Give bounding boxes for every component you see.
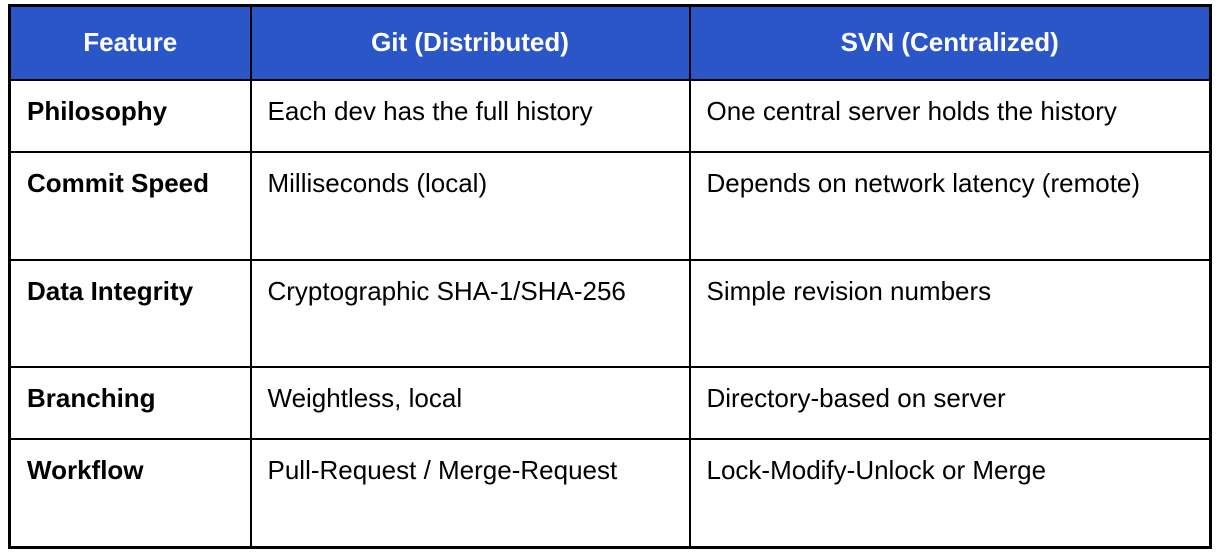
header-row: Feature Git (Distributed) SVN (Centraliz… (8, 4, 1212, 81)
feature-cell: Workflow (8, 437, 252, 549)
table-row: Commit Speed Milliseconds (local) Depend… (8, 150, 1212, 261)
git-cell: Each dev has the full history (249, 78, 691, 153)
svn-cell: Lock-Modify-Unlock or Merge (688, 437, 1212, 549)
svn-cell: One central server holds the history (688, 78, 1212, 153)
git-svn-comparison-table: Feature Git (Distributed) SVN (Centraliz… (8, 4, 1212, 549)
table-row: Workflow Pull-Request / Merge-Request Lo… (8, 437, 1212, 549)
table-row: Branching Weightless, local Directory-ba… (8, 365, 1212, 440)
feature-cell: Data Integrity (8, 258, 252, 368)
table-row: Data Integrity Cryptographic SHA-1/SHA-2… (8, 258, 1212, 368)
column-header-git: Git (Distributed) (249, 4, 691, 81)
column-header-feature: Feature (8, 4, 252, 81)
feature-cell: Commit Speed (8, 150, 252, 261)
table-row: Philosophy Each dev has the full history… (8, 78, 1212, 153)
git-cell: Cryptographic SHA-1/SHA-256 (249, 258, 691, 368)
column-header-svn: SVN (Centralized) (688, 4, 1212, 81)
svn-cell: Depends on network latency (remote) (688, 150, 1212, 261)
svn-cell: Directory-based on server (688, 365, 1212, 440)
feature-cell: Philosophy (8, 78, 252, 153)
git-cell: Pull-Request / Merge-Request (249, 437, 691, 549)
git-cell: Weightless, local (249, 365, 691, 440)
git-cell: Milliseconds (local) (249, 150, 691, 261)
svn-cell: Simple revision numbers (688, 258, 1212, 368)
feature-cell: Branching (8, 365, 252, 440)
